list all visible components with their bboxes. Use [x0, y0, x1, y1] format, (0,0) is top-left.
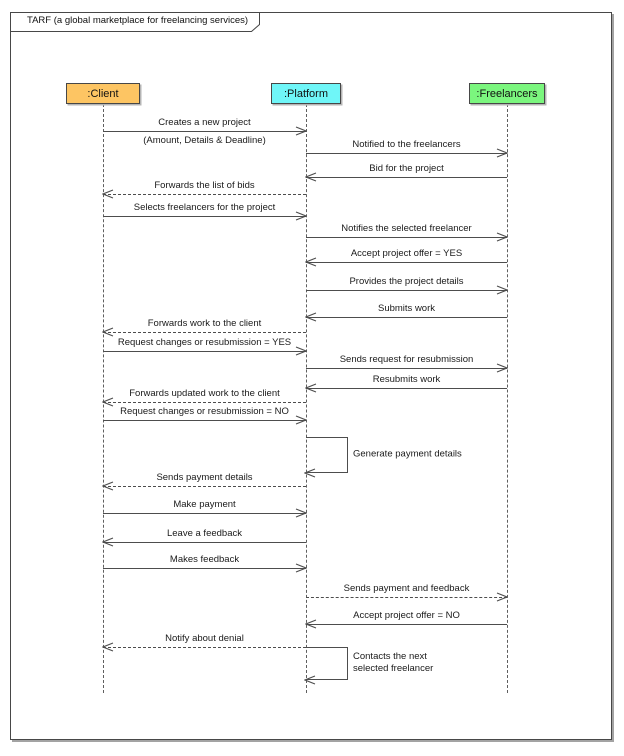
message-label: Notifies the selected freelancer: [341, 223, 472, 234]
arrowhead-icon: [295, 211, 307, 221]
arrowhead-icon: [295, 346, 307, 356]
message-label: Makes feedback: [169, 554, 240, 565]
message-label: Accept project offer = NO: [353, 610, 460, 621]
frame-title: TARF (a global marketplace for freelanci…: [27, 15, 249, 26]
arrowhead-icon: [496, 148, 508, 158]
message-label: Selects freelancers for the project: [133, 202, 276, 213]
arrowhead-icon: [102, 642, 114, 652]
message-label: Sends request for resubmission: [339, 354, 474, 365]
arrowhead-icon: [295, 415, 307, 425]
message-line: [103, 402, 306, 403]
arrowhead-icon: [295, 508, 307, 518]
message-label: Resubmits work: [372, 374, 441, 385]
arrowhead-icon: [295, 563, 307, 573]
message-line: [103, 568, 306, 569]
message-line: [306, 177, 507, 178]
message-line: [306, 153, 507, 154]
arrowhead-icon: [295, 126, 307, 136]
arrowhead-icon: [102, 327, 114, 337]
message-label: Make payment: [173, 499, 236, 510]
arrowhead-icon: [102, 397, 114, 407]
message-label: Notified to the freelancers: [352, 139, 461, 150]
actor-label: :Client: [87, 87, 119, 100]
message-label: Sends payment and feedback: [343, 583, 470, 594]
message-label: Notify about denial: [165, 633, 244, 644]
message-line: [306, 624, 507, 625]
arrowhead-icon: [305, 383, 317, 393]
message-line: [103, 420, 306, 421]
actor-label: :Freelancers: [476, 87, 538, 100]
message-label: Sends payment details: [156, 472, 253, 483]
arrowhead-icon: [496, 232, 508, 242]
arrowhead-icon: [304, 468, 316, 478]
arrowhead-icon: [305, 257, 317, 267]
message-label: Creates a new project: [158, 117, 251, 128]
message-line: [306, 237, 507, 238]
actor-box-freelancers: :Freelancers: [469, 83, 545, 104]
arrowhead-icon: [496, 592, 508, 602]
message-label: Request changes or resubmission = YES: [117, 337, 292, 348]
message-line: [103, 647, 306, 648]
message-label: Forwards updated work to the client: [129, 388, 280, 399]
actor-box-platform: :Platform: [271, 83, 341, 104]
message-line: [103, 194, 306, 195]
message-label: Request changes or resubmission = NO: [120, 406, 289, 417]
message-line: [306, 290, 507, 291]
frame-title-tab: TARF (a global marketplace for freelanci…: [10, 12, 260, 32]
lifeline-client: [103, 104, 104, 693]
self-message-label-line: Contacts the next: [353, 650, 427, 662]
self-message-label-line: Generate payment details: [353, 448, 462, 460]
message-line: [306, 597, 507, 598]
frame-title-pentagon: [10, 12, 260, 32]
message-line: [103, 351, 306, 352]
arrowhead-icon: [305, 312, 317, 322]
self-message-label-line: selected freelancer: [353, 663, 434, 675]
message-line: [103, 332, 306, 333]
actor-box-client: :Client: [66, 83, 140, 104]
message-line: [103, 131, 306, 132]
message-line: [103, 216, 306, 217]
message-line: [103, 486, 306, 487]
message-label: Bid for the project: [369, 163, 444, 174]
message-line: [103, 513, 306, 514]
message-line: [306, 388, 507, 389]
message-label: Leave a feedback: [166, 528, 242, 539]
message-label: Forwards the list of bids: [154, 180, 255, 191]
message-label: Submits work: [377, 303, 435, 314]
message-label-line2: (Amount, Details & Deadline): [143, 135, 266, 146]
arrowhead-icon: [102, 189, 114, 199]
arrowhead-icon: [496, 285, 508, 295]
message-line: [306, 262, 507, 263]
arrowhead-icon: [102, 481, 114, 491]
message-label: Forwards work to the client: [147, 318, 262, 329]
diagram-frame: [10, 12, 612, 740]
message-line: [103, 542, 306, 543]
arrowhead-icon: [304, 675, 316, 685]
message-line: [306, 368, 507, 369]
lifeline-platform: [306, 104, 307, 693]
arrowhead-icon: [496, 363, 508, 373]
self-message: Generate payment details: [304, 437, 462, 478]
arrowhead-icon: [305, 172, 317, 182]
message-line: [306, 317, 507, 318]
arrowhead-icon: [102, 537, 114, 547]
message-label: Accept project offer = YES: [350, 248, 463, 259]
self-message-label: Generate payment details: [353, 449, 462, 462]
arrowhead-icon: [305, 619, 317, 629]
lifeline-freelancers: [507, 104, 508, 693]
actor-label: :Platform: [283, 87, 328, 100]
message-label: Provides the project details: [349, 276, 464, 287]
